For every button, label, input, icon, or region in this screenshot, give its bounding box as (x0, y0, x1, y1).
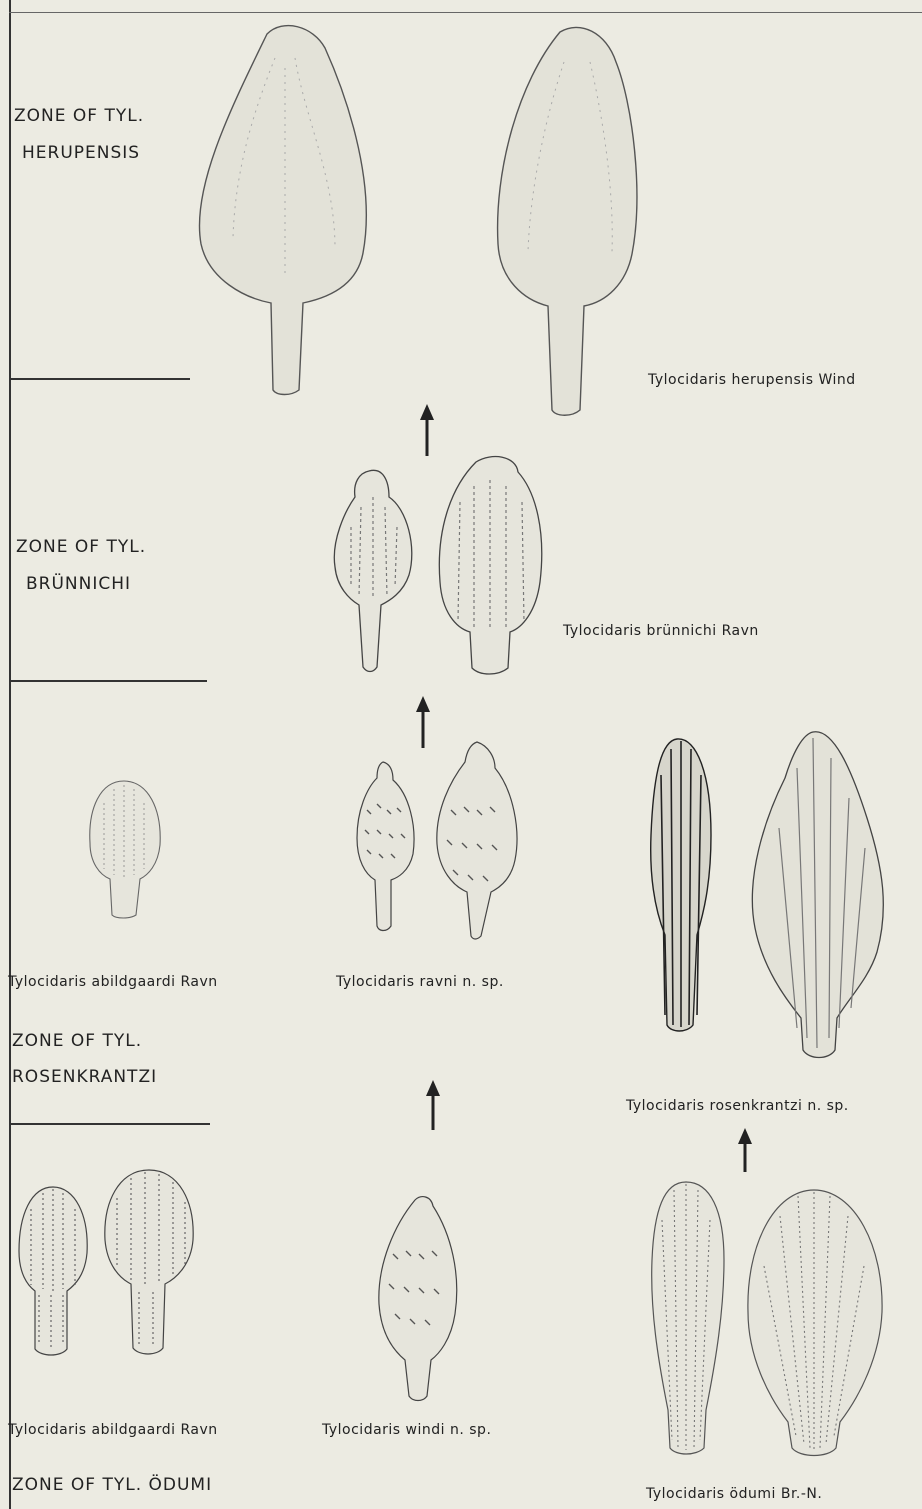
evolution-arrow-1 (419, 404, 435, 456)
zone-divider-brunnichi (9, 680, 207, 682)
spine-abildgaardi-lower-2 (101, 1168, 197, 1358)
caption-rosenkrantzi: Tylocidaris rosenkrantzi n. sp. (626, 1099, 849, 1113)
caption-brunnichi: Tylocidaris brünnichi Ravn (563, 624, 759, 638)
spine-odumi-1 (648, 1180, 728, 1458)
page-frame-top (9, 12, 922, 13)
spine-rosenkrantzi-1 (647, 735, 715, 1035)
spine-rosenkrantzi-2 (749, 728, 887, 1063)
caption-odumi: Tylocidaris ödumi Br.-N. (646, 1487, 822, 1501)
zone-rosenkrantzi-line1: ZONE OF TYL. (12, 1033, 142, 1050)
page-frame-left (9, 0, 11, 1509)
evolution-arrow-4 (737, 1128, 753, 1172)
caption-ravni: Tylocidaris ravni n. sp. (336, 975, 504, 989)
spine-herupensis-1 (195, 18, 375, 396)
caption-herupensis: Tylocidaris herupensis Wind (648, 373, 856, 387)
spine-brunnichi-2 (436, 452, 546, 677)
caption-abildgaardi-lower: Tylocidaris abildgaardi Ravn (8, 1423, 218, 1437)
evolution-arrow-3 (425, 1080, 441, 1130)
evolution-arrow-2 (415, 696, 431, 748)
caption-abildgaardi-upper: Tylocidaris abildgaardi Ravn (8, 975, 218, 989)
spine-windi (375, 1194, 461, 1404)
caption-windi: Tylocidaris windi n. sp. (322, 1423, 491, 1437)
spine-abildgaardi-lower-1 (15, 1185, 91, 1357)
spine-abildgaardi-upper (86, 779, 164, 919)
spine-herupensis-2 (494, 22, 644, 417)
spine-odumi-2 (744, 1186, 886, 1460)
zone-herupensis-line2: HERUPENSIS (22, 145, 140, 162)
zone-odumi: ZONE OF TYL. ÖDUMI (12, 1477, 212, 1494)
spine-brunnichi-1 (331, 467, 417, 675)
zone-brunnichi-line2: BRÜNNICHI (26, 576, 131, 593)
zone-rosenkrantzi-line2: ROSENKRANTZI (12, 1069, 157, 1086)
spine-ravni-1 (353, 760, 419, 935)
zone-brunnichi-line1: ZONE OF TYL. (16, 539, 146, 556)
spine-ravni-2 (433, 740, 523, 940)
zone-divider-rosenkrantzi (9, 1123, 210, 1125)
zone-divider-herupensis (9, 378, 190, 380)
zone-herupensis-line1: ZONE OF TYL. (14, 108, 144, 125)
